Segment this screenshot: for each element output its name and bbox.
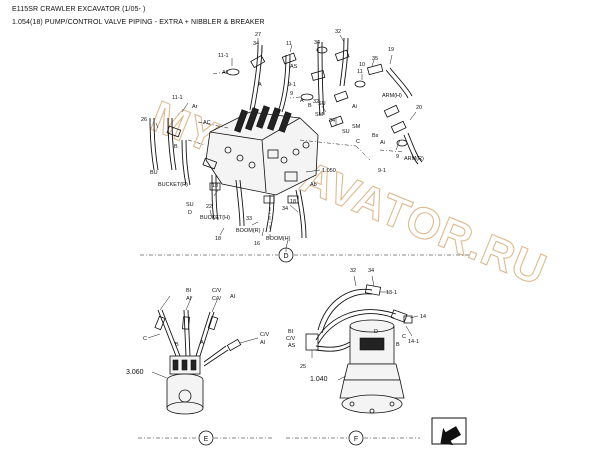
callout-10: 10 (359, 62, 365, 68)
callout-19: 19 (388, 47, 394, 53)
port-label-bucket-r: BUCKET(R) (158, 182, 188, 188)
callout-13-1: 13-1 (386, 290, 397, 296)
view-f-divider: F (286, 430, 420, 446)
e-port-label-cv: C/V (212, 288, 222, 294)
view-e-marker: E (204, 436, 209, 443)
e-port-label-cv-2: C/V (212, 296, 222, 302)
callout-18-b: 18 (215, 236, 221, 242)
callout-35: 35 (372, 56, 378, 62)
callout-25: 25 (300, 364, 306, 370)
diagram-subtitle: 1.054(18) PUMP/CONTROL VALVE PIPING - EX… (12, 19, 265, 26)
port-label-bucket-h: BUCKET(H) (200, 215, 230, 221)
view-e-labels: BI C/V AI C/V AI C B A C/V AI 3.060 (126, 288, 270, 376)
view-d-divider: D (140, 247, 470, 263)
e-port-label-a: A (200, 340, 204, 346)
view-f-labels: 32 34 13-1 14 14-1 25 BI C/V AS D C B 1.… (286, 268, 426, 383)
callout-11-1: 11-1 (218, 53, 229, 59)
e-port-label-bi: BI (186, 288, 192, 294)
e-port-label-c: C (143, 336, 147, 342)
e-port-label-cv-3: C/V (260, 332, 270, 338)
port-label-ai-2: Ai (352, 104, 357, 110)
port-label-b: B (308, 103, 312, 109)
callout-14-1: 14-1 (408, 339, 419, 345)
callout-34-c: 34 (329, 118, 335, 124)
callout-3-060: 3.060 (126, 369, 144, 376)
port-label-su-3: SU (342, 129, 350, 135)
port-label-arm-h: ARM(H) (382, 93, 402, 99)
callout-9-b: 9 (396, 154, 399, 160)
callout-16: 16 (254, 241, 260, 247)
view-d-port-labels: AI A AS B SM SU Ar AC BU SU D B Ai Ab SM… (150, 64, 424, 242)
callout-1-050: 1.050 (322, 168, 336, 174)
port-label-arm-r: ARM(R) (404, 156, 424, 162)
callout-34-b: 34 (314, 40, 320, 46)
e-port-label-ai-2: AI (230, 294, 236, 300)
callout-32-b: 32 (313, 99, 319, 105)
callout-20: 20 (416, 105, 422, 111)
view-d-callouts: 27 34 11 32 11-1 34 11 10 35 19 9-1 9 11… (141, 29, 422, 247)
callout-26: 26 (141, 117, 147, 123)
view-d-leaders (155, 34, 417, 249)
callout-18: 18 (212, 183, 218, 189)
callout-1-040: 1.040 (310, 376, 328, 383)
port-label-su-2: SU (186, 202, 194, 208)
f-port-label-as: AS (288, 343, 296, 349)
view-f-assembly (305, 275, 419, 414)
f-port-label-cv: C/V (286, 336, 296, 342)
port-label-ar: Ar (192, 104, 198, 110)
callout-34-d: 34 (282, 206, 288, 212)
callout-11-b: 11 (357, 69, 363, 75)
port-label-a: A (258, 82, 262, 88)
e-port-label-ai-3: AI (260, 340, 266, 346)
port-label-ai: AI (222, 70, 228, 76)
callout-34: 34 (253, 41, 259, 47)
callout-14: 14 (420, 314, 426, 320)
callout-11: 11 (286, 41, 292, 47)
port-label-boom-h: BOOM(H) (266, 236, 291, 242)
port-label-ac: AC (203, 120, 211, 126)
valve-piping (149, 37, 423, 255)
callout-33: 33 (246, 216, 252, 222)
f-port-label-b: B (396, 342, 400, 348)
callout-22: 22 (206, 204, 212, 210)
port-label-sm-2: SM (352, 124, 361, 130)
port-label-ab: Ab (310, 182, 317, 188)
callout-32-c: 32 (350, 268, 356, 274)
port-label-a-2: A (300, 98, 304, 104)
diagram-title: E115SR CRAWLER EXCAVATOR (1/05- ) (12, 6, 146, 13)
next-page-arrow-icon[interactable] (431, 417, 467, 450)
port-label-c: C (356, 139, 360, 145)
f-port-label-c: C (402, 334, 406, 340)
f-port-label-bi: BI (288, 329, 294, 335)
callout-18-c: 18 (290, 199, 296, 205)
callout-9: 9 (290, 91, 293, 97)
port-label-bs: Bs (372, 133, 379, 139)
port-label-b-2: B (174, 144, 178, 150)
port-label-boom-r: BOOM(R) (236, 228, 261, 234)
view-f-marker: F (354, 436, 358, 443)
f-port-label-d: D (374, 329, 378, 335)
control-valve-group (205, 105, 319, 196)
callout-9-1-b: 9-1 (378, 168, 386, 174)
view-d-marker: D (283, 253, 288, 260)
port-label-su: SU (318, 101, 326, 107)
port-label-ai-3: Ai (380, 140, 385, 146)
callout-9-1: 9-1 (288, 82, 296, 88)
port-label-bu: BU (150, 170, 158, 176)
port-label-d: D (188, 210, 192, 216)
view-e-assembly (147, 295, 259, 415)
port-label-as: AS (290, 64, 298, 70)
e-port-label-ai: AI (186, 296, 192, 302)
callout-11-1-b: 11-1 (172, 95, 183, 101)
callout-27: 27 (255, 32, 261, 38)
view-e-divider: E (138, 430, 272, 446)
port-label-sm: SM (315, 112, 324, 118)
callout-32: 32 (335, 29, 341, 35)
callout-34-e: 34 (368, 268, 374, 274)
e-port-label-b: B (175, 342, 179, 348)
